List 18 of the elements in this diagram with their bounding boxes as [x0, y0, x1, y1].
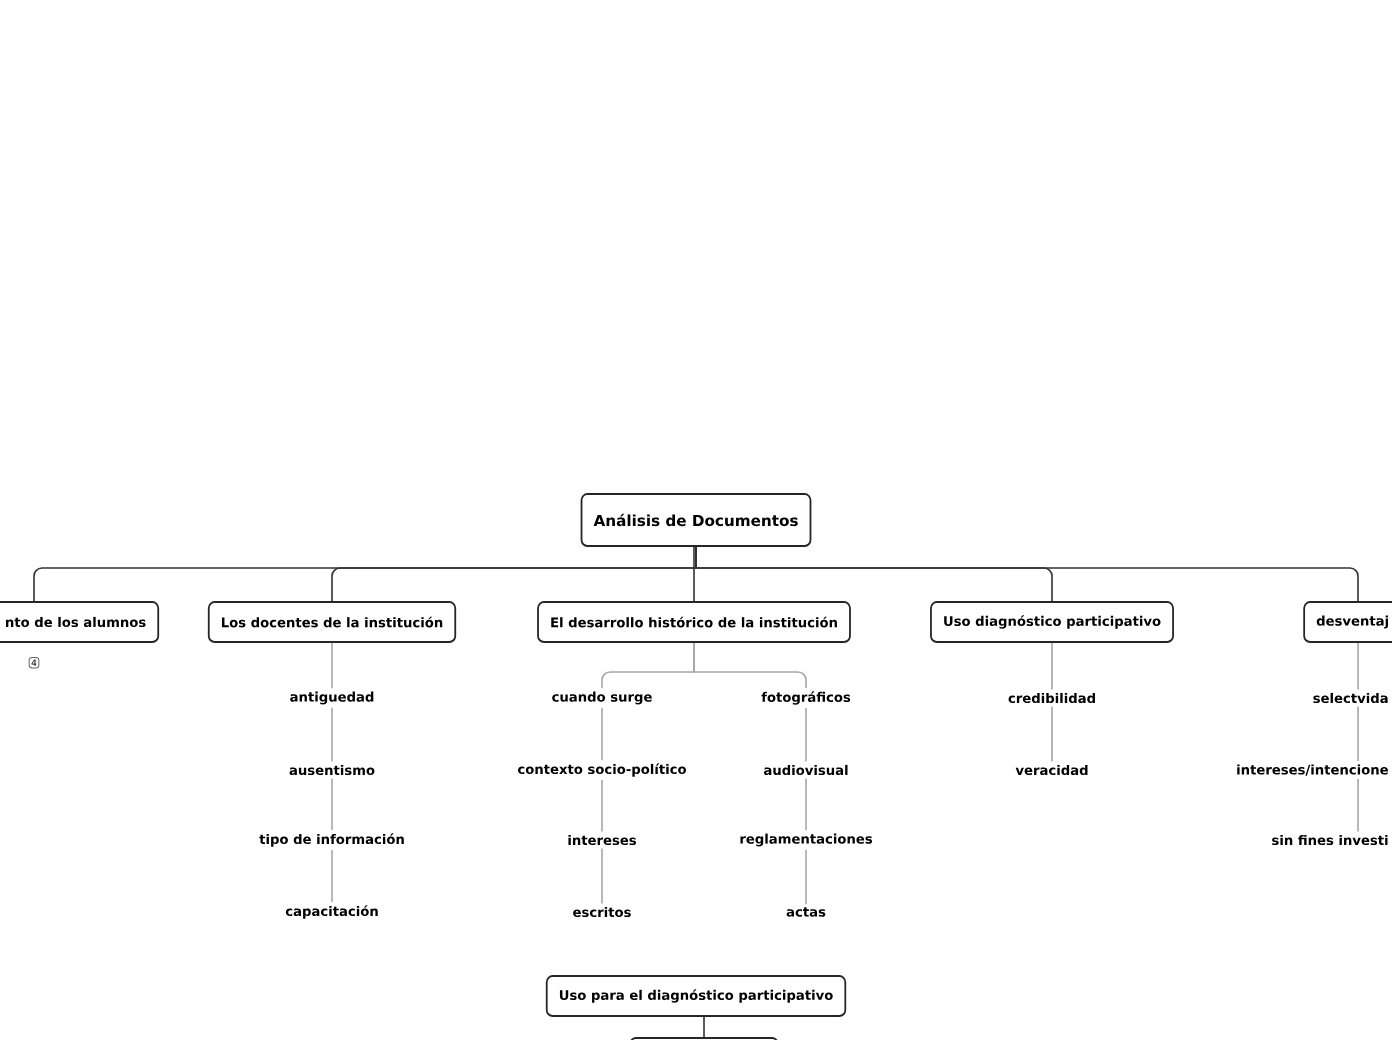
- connector-line: [805, 707, 807, 763]
- connector-line: [601, 847, 603, 905]
- connector-line: [331, 642, 333, 689]
- connector-line: [1357, 778, 1359, 833]
- connector-line: [693, 546, 695, 602]
- connector-line: [1051, 705, 1053, 763]
- connector-line: [331, 849, 333, 903]
- connector-line: [601, 707, 603, 761]
- connector-line: [331, 777, 333, 831]
- connector-line: [805, 777, 807, 831]
- connector-line: [703, 1016, 705, 1038]
- connector-line: [805, 849, 807, 905]
- connector-line: [693, 642, 807, 689]
- connector-line: [1357, 642, 1359, 691]
- connector-line: [331, 707, 333, 763]
- connector-line: [601, 779, 603, 833]
- connector-line: [1357, 705, 1359, 762]
- connector-line: [1051, 642, 1053, 691]
